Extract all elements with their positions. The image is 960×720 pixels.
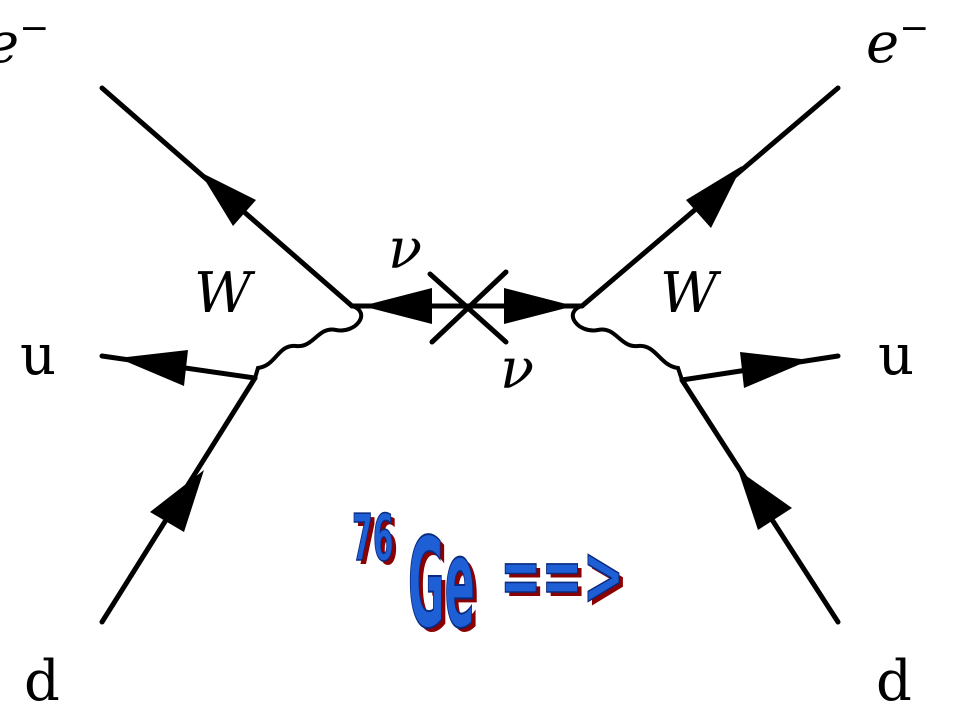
label-w-left: W bbox=[194, 261, 256, 326]
arrow-u-left-icon bbox=[118, 350, 188, 386]
label-u-left: u bbox=[20, 323, 56, 388]
isotope-annotation: 76 Ge ==> 76 Ge ==> bbox=[351, 501, 628, 660]
label-nu-bottom: ν bbox=[500, 337, 534, 402]
label-u-right: u bbox=[878, 323, 914, 388]
arrow-electron-right-icon bbox=[686, 166, 742, 228]
labels: e− e− W W ν ν u u d d bbox=[0, 8, 929, 714]
label-e-minus-left: e− bbox=[0, 8, 49, 76]
majorana-cross-icon bbox=[427, 269, 509, 345]
label-w-right: W bbox=[660, 261, 722, 326]
arrow-d-left-icon bbox=[150, 470, 204, 532]
w-boson-lines bbox=[253, 304, 684, 382]
label-nu-top: ν bbox=[388, 217, 422, 282]
w-boson-right bbox=[570, 304, 684, 382]
arrow-u-right-icon bbox=[740, 352, 810, 388]
svg-text:Ge: Ge bbox=[412, 516, 479, 660]
arrow-neutrino-left-icon bbox=[362, 288, 432, 324]
label-d-right: d bbox=[876, 649, 912, 714]
isotope-mass-number: 76 bbox=[352, 501, 394, 575]
arrow-neutrino-right-icon bbox=[504, 288, 574, 324]
label-d-left: d bbox=[24, 649, 60, 714]
svg-text:==>: ==> bbox=[504, 531, 628, 628]
svg-text:76: 76 bbox=[356, 505, 398, 579]
w-boson-left bbox=[253, 304, 364, 380]
isotope-arrow: ==> bbox=[500, 527, 624, 624]
arrow-electron-left-icon bbox=[200, 172, 256, 226]
label-e-minus-right: e− bbox=[866, 8, 929, 76]
arrowheads bbox=[118, 166, 810, 532]
arrow-d-right-icon bbox=[738, 470, 792, 530]
isotope-element: Ge bbox=[408, 512, 475, 656]
